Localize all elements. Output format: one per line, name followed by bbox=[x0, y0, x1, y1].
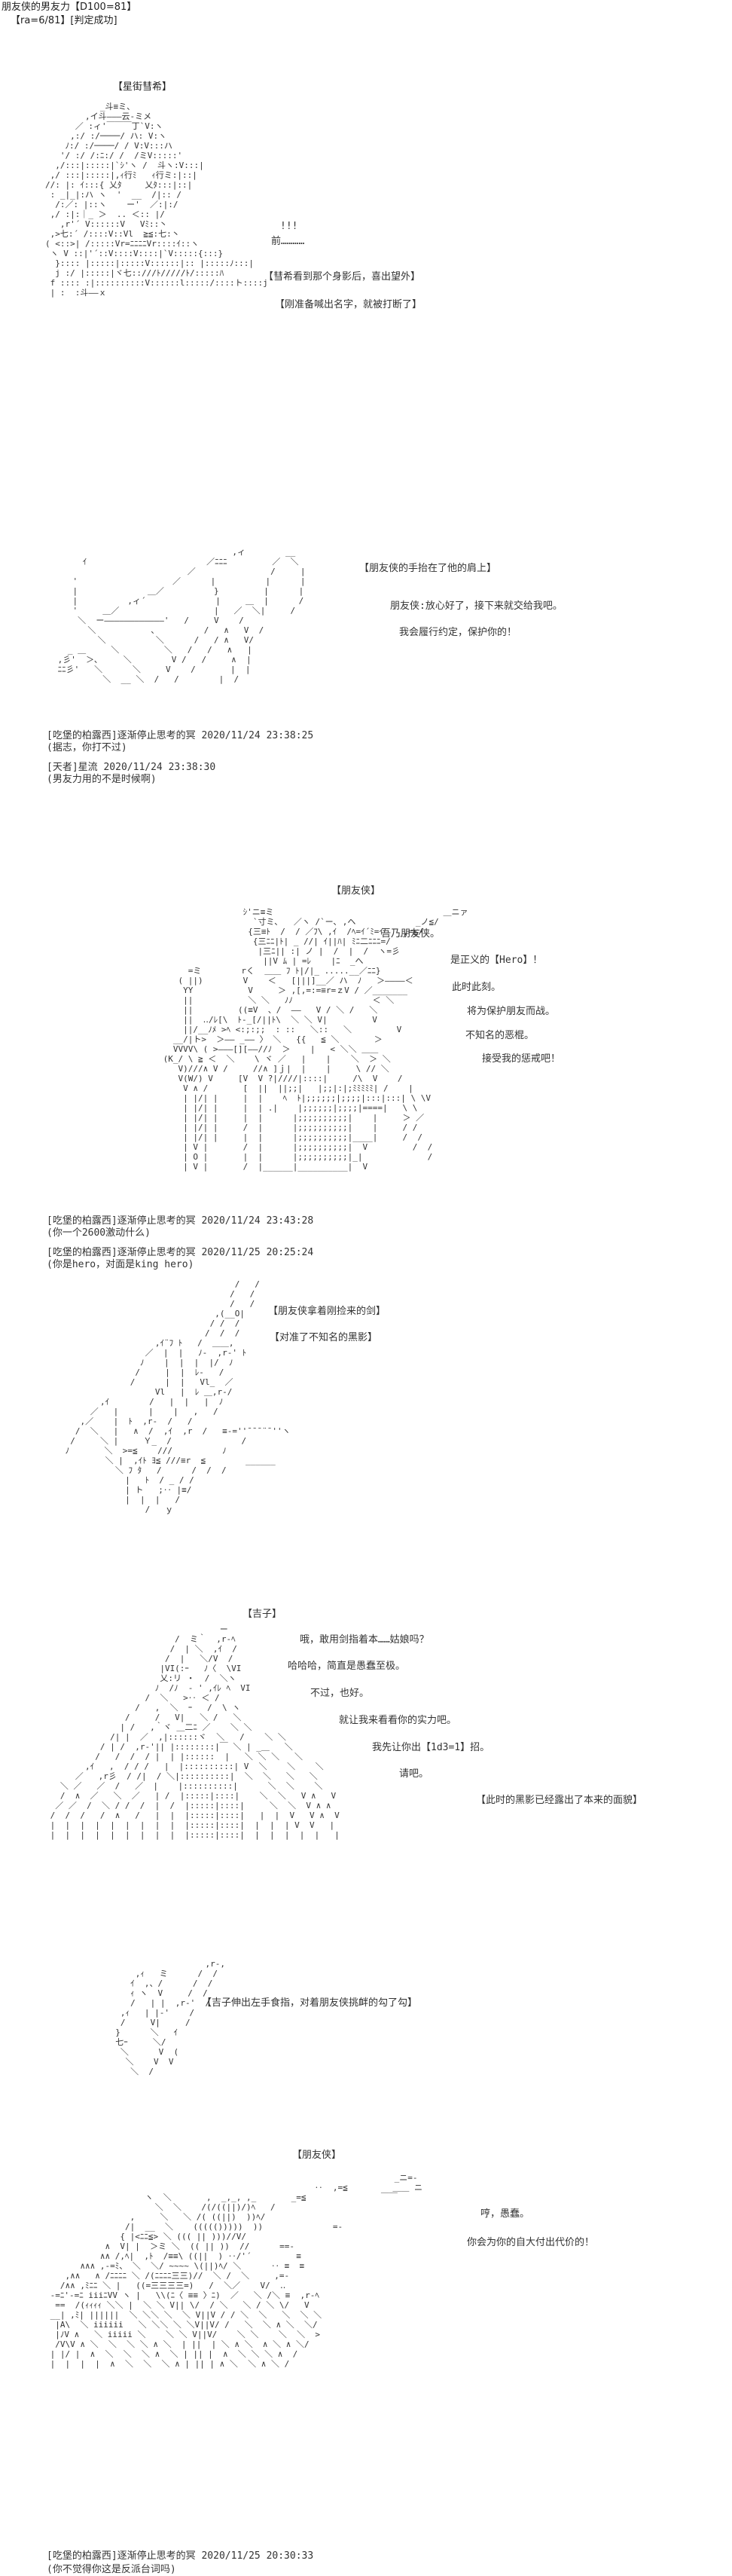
ascii-art-beckoning-finger: ,r-, ,ｨ ミ / / ｲ ,、/ / / ｨ ヽ V / / / | | … bbox=[115, 1959, 225, 2076]
narration-line: 【朋友侠拿着刚捡来的剑】 bbox=[268, 1306, 386, 1317]
dialogue-line: 哦，敢用剑指着本……姑娘吗？ bbox=[300, 1634, 429, 1646]
narration-line: 【彗希看到那个身影后，喜出望外】 bbox=[264, 271, 421, 283]
ascii-art-sword: / / / / / / ,(__O| / / / / / / bbox=[65, 1279, 291, 1514]
comment-body: (你一个2600激动什么) bbox=[47, 1227, 151, 1239]
ascii-art-hero-charge: _ニ=- ‥ ,=≦ ＿＿ ニ ヽ ＼ , _,_, ,_ _=≦ ￣￣ ＼ ＼… bbox=[50, 2173, 422, 2369]
dialogue-line: 哼，愚蠢。 bbox=[480, 2208, 530, 2220]
speaker-label: 【朋友侠】 bbox=[331, 885, 381, 897]
comment-meta: [吃堡的柏露西]逐渐停止思考的冥 2020/11/24 23:38:25 bbox=[47, 730, 314, 741]
dialogue-line: 就让我来看看你的实力吧。 bbox=[339, 1715, 457, 1726]
dialogue-line: 你会为你的自大付出代价的！ bbox=[467, 2237, 595, 2248]
ascii-art-hand-on-shoulder: ,ィ __ ｲ ／ﾆﾆﾆ ／ ＼ ／ / | ' ／ | | | | ＿／ } bbox=[57, 547, 306, 684]
narration-line: 【吉子伸出左手食指，对着朋友侠挑衅的勾了勾】 bbox=[202, 1997, 418, 2009]
ascii-art-character-1: _斗≡ミ、 ,イ斗―――云-ミメ ／ :ィ'￣￣￣丁`V:ヽ ,:/ :/───… bbox=[45, 102, 643, 2575]
dialogue-line: 接受我的惩戒吧！ bbox=[482, 1053, 561, 1065]
ascii-art-hero-pose: ｼ'ニ≡ミ ＿ニァ `寸ミ､ ／ヽ /`ー､ ,ヘ _ノ≦/ {三≡ﾄ / / … bbox=[163, 907, 468, 1172]
dialogue-line: 前………… bbox=[271, 236, 305, 247]
comment-meta: [天者]星流 2020/11/24 23:38:30 bbox=[47, 762, 216, 773]
narration-line: 【对准了不知名的黑影】 bbox=[270, 1332, 378, 1343]
dialogue-line: 我先让你出【1d3=1】招。 bbox=[372, 1742, 490, 1753]
speaker-label: 【星街彗希】 bbox=[113, 81, 172, 93]
narration-line: 【朋友侠的手抬在了他的肩上】 bbox=[359, 563, 497, 574]
comment-body: (男友力用的不是时候啊) bbox=[47, 774, 157, 785]
dialogue-line: 吾乃朋友侠。 bbox=[381, 928, 441, 940]
dialogue-line: 此时此刻。 bbox=[452, 982, 502, 993]
comment-body: (你不觉得你这是反派台词吗) bbox=[47, 2564, 176, 2575]
dialogue-line: 我会履行约定，保护你的！ bbox=[399, 627, 517, 638]
comment-body: (你是hero，对面是king hero) bbox=[47, 1259, 194, 1270]
dialogue-line: 不过，也好。 bbox=[310, 1688, 370, 1699]
comment-body: (据志，你打不过) bbox=[47, 742, 127, 753]
chapter-title: 朋友侠的男友力【D100=81】 bbox=[2, 2, 137, 13]
speaker-label: 【朋友侠】 bbox=[292, 2150, 342, 2161]
dialogue-line: 朋友侠:放心好了，接下来就交给我吧。 bbox=[390, 600, 563, 612]
dialogue-line: 是正义的【Hero】！ bbox=[450, 955, 543, 966]
narration-line: 【此时的黑影已经露出了本来的面貌】 bbox=[476, 1795, 643, 1806]
comment-meta: [吃堡的柏露西]逐渐停止思考的冥 2020/11/24 23:43:28 bbox=[47, 1215, 314, 1227]
comment-meta: [吃堡的柏露西]逐渐停止思考的冥 2020/11/25 20:25:24 bbox=[47, 1247, 314, 1258]
ascii-art-yoshiko: ー / ミ｀ ,r-ﾍ / | ＼ ,ｲ / / | ＼/V / |VI(:ｰ … bbox=[50, 1624, 340, 1840]
dialogue-line: 请吧。 bbox=[399, 1768, 429, 1780]
speaker-label: 【吉子】 bbox=[242, 1609, 282, 1620]
roll-result: 【ra=6/81】[判定成功] bbox=[11, 15, 117, 26]
dialogue-line: 不知名的恶棍。 bbox=[465, 1030, 535, 1041]
dialogue-line: 哈哈哈，简直是愚蠢至极。 bbox=[288, 1661, 406, 1672]
exclamation: !!! bbox=[280, 221, 298, 232]
comment-meta: [吃堡的柏露西]逐渐停止思考的冥 2020/11/25 20:30:33 bbox=[47, 2550, 314, 2562]
dialogue-line: 将为保护朋友而战。 bbox=[467, 1006, 556, 1017]
narration-line: 【刚准备喊出名字，就被打断了】 bbox=[275, 299, 422, 310]
